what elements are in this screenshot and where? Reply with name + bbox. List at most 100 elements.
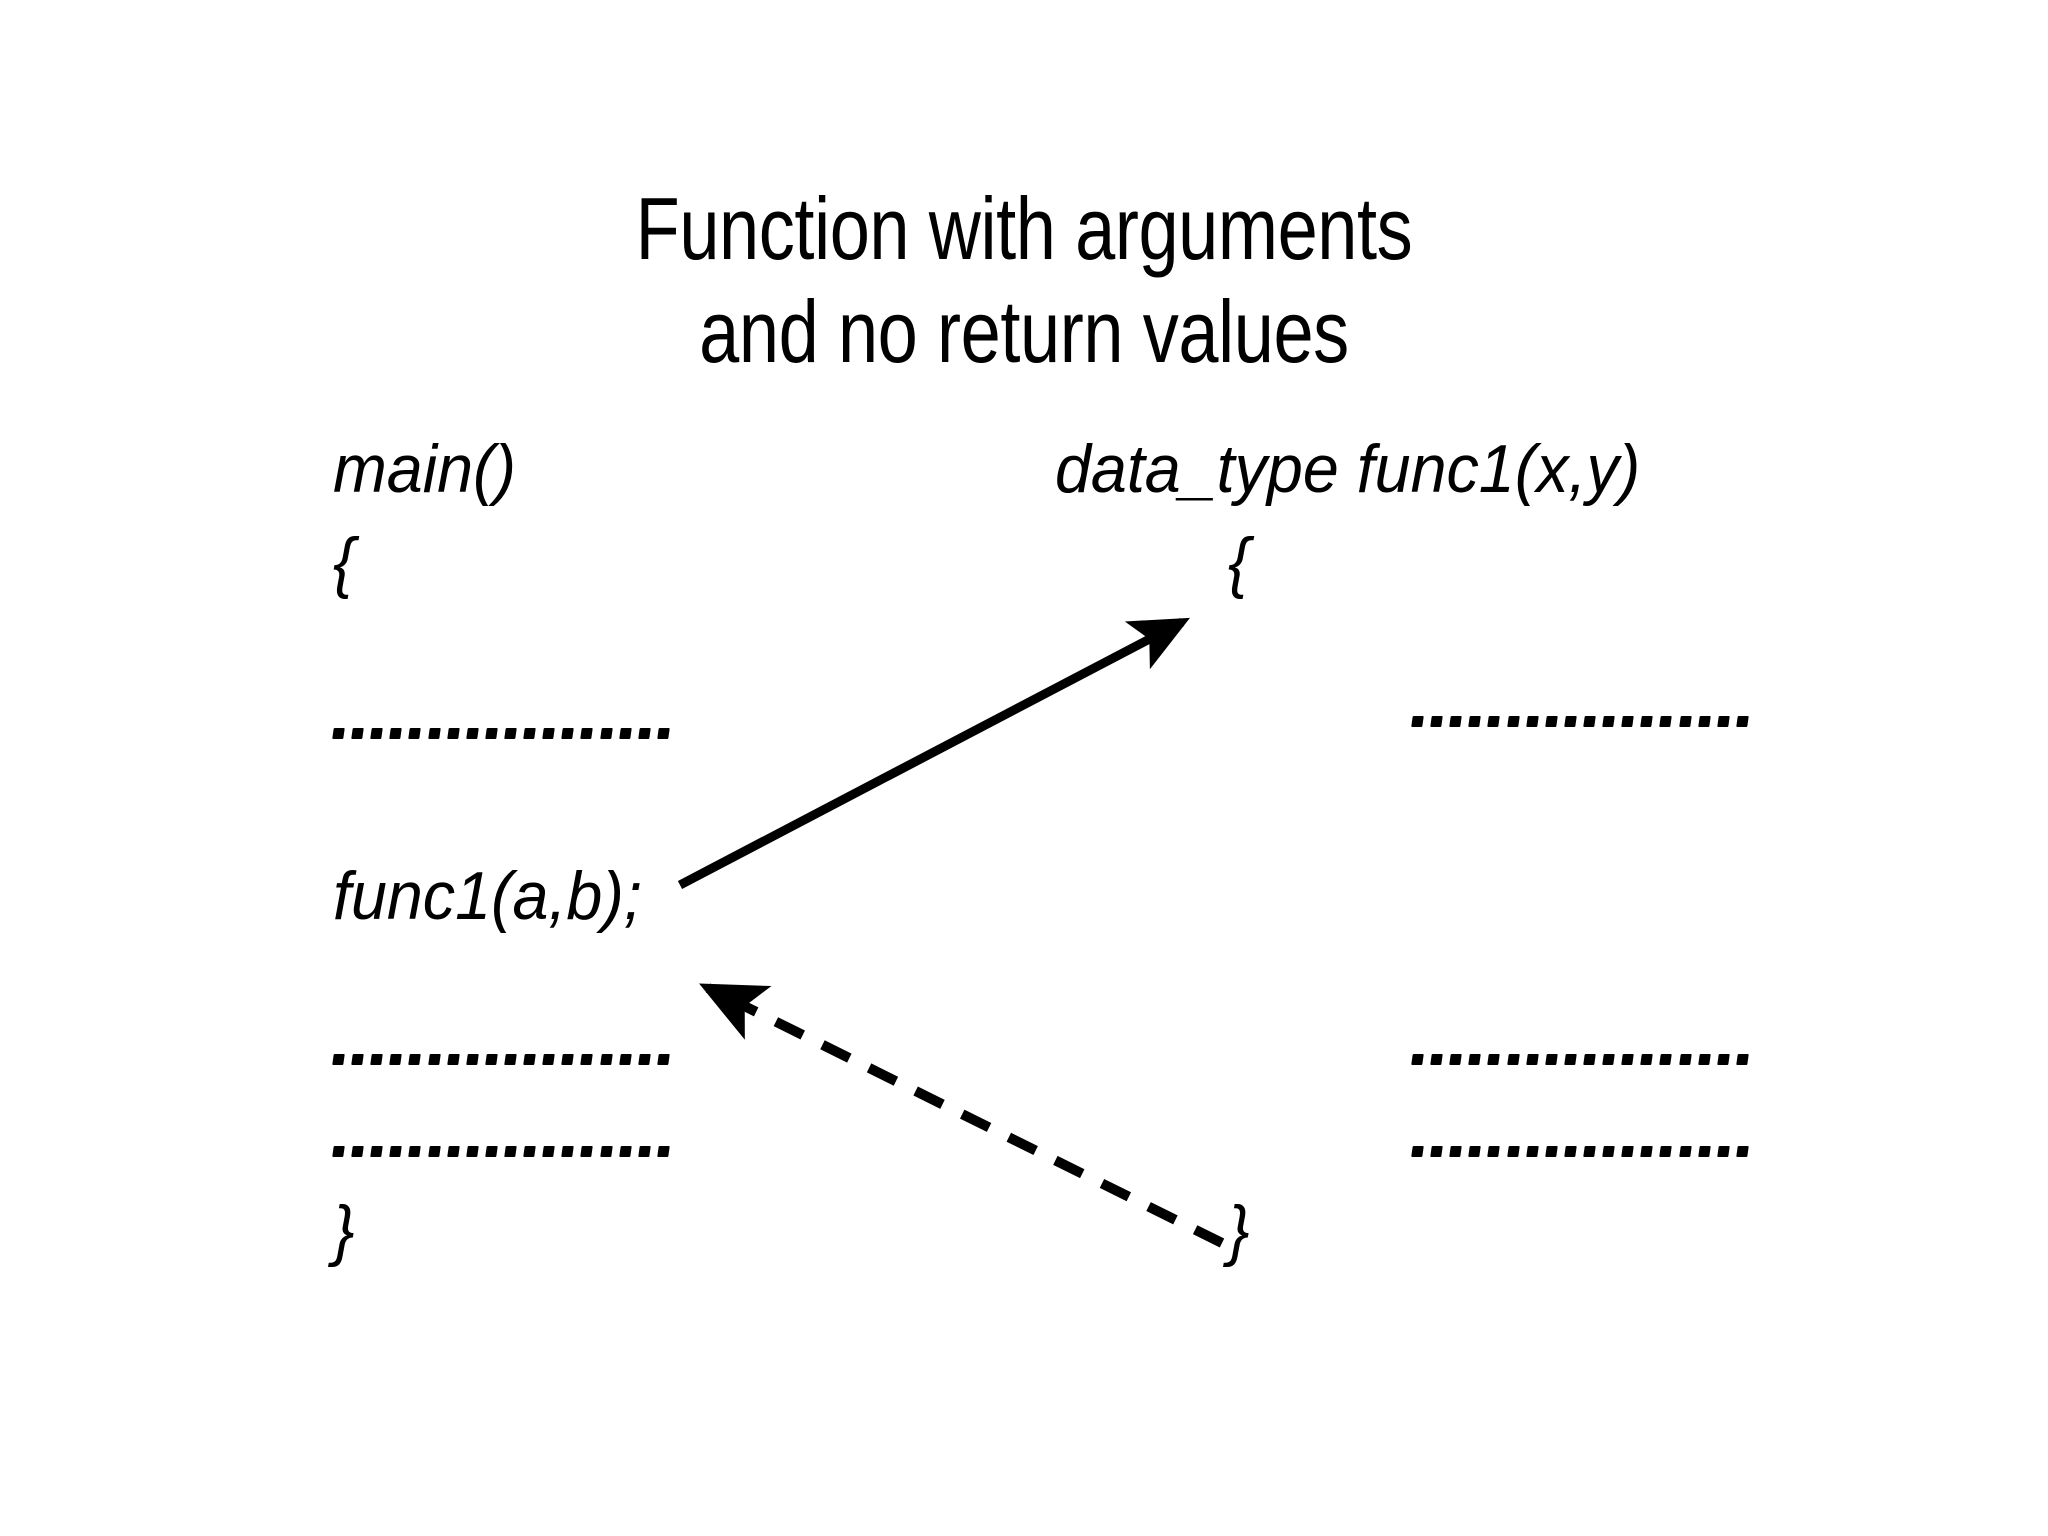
- left-dots-row-1: [332, 722, 670, 744]
- dot-glyph: [1449, 1053, 1462, 1065]
- dot-glyph: [1716, 1145, 1730, 1157]
- dot-glyph: [599, 727, 613, 739]
- dot-glyph: [389, 1145, 403, 1157]
- dot-glyph: [1716, 1053, 1730, 1065]
- dot-glyph: [351, 1145, 364, 1157]
- dot-glyph: [446, 1053, 460, 1065]
- dot-glyph: [1640, 715, 1654, 727]
- dot-glyph: [389, 1053, 403, 1065]
- dot-glyph: [332, 1053, 345, 1065]
- dot-glyph: [351, 1053, 364, 1065]
- dot-glyph: [1487, 1053, 1501, 1065]
- dot-glyph: [427, 1053, 441, 1065]
- dot-glyph: [1544, 1053, 1558, 1065]
- dot-glyph: [1487, 1145, 1501, 1157]
- dot-glyph: [1506, 1145, 1520, 1157]
- dot-glyph: [1678, 1053, 1692, 1065]
- dot-glyph: [1430, 1053, 1443, 1065]
- dot-glyph: [465, 1053, 479, 1065]
- dot-glyph: [1468, 715, 1482, 727]
- dot-glyph: [1449, 1145, 1462, 1157]
- dot-glyph: [1602, 1053, 1615, 1065]
- dot-glyph: [370, 727, 383, 739]
- left-dots-row-2: [332, 1048, 670, 1070]
- dot-glyph: [1468, 1145, 1482, 1157]
- dot-glyph: [1583, 1053, 1596, 1065]
- dot-glyph: [465, 1145, 479, 1157]
- dot-glyph: [1697, 1145, 1711, 1157]
- dot-glyph: [637, 1053, 651, 1065]
- dot-glyph: [618, 1053, 632, 1065]
- dot-glyph: [657, 727, 670, 739]
- dot-glyph: [1430, 1145, 1443, 1157]
- dot-glyph: [1602, 1145, 1615, 1157]
- right-line-open-brace: {: [1228, 524, 1250, 600]
- page-title: Function with arguments and no return va…: [184, 178, 1863, 384]
- dot-glyph: [1564, 1145, 1577, 1157]
- dot-glyph: [1659, 715, 1673, 727]
- dot-glyph: [1468, 1053, 1482, 1065]
- dot-glyph: [1736, 715, 1749, 727]
- dot-glyph: [523, 727, 536, 739]
- dot-glyph: [504, 1053, 517, 1065]
- dot-glyph: [1583, 1145, 1596, 1157]
- dot-glyph: [561, 1145, 575, 1157]
- dot-glyph: [504, 1145, 517, 1157]
- dot-glyph: [504, 727, 517, 739]
- dot-glyph: [446, 727, 460, 739]
- dot-glyph: [1411, 715, 1424, 727]
- right-dots-row-1: [1411, 710, 1749, 732]
- right-line-close-brace: }: [1228, 1192, 1250, 1268]
- dot-glyph: [618, 727, 632, 739]
- dot-glyph: [485, 1053, 498, 1065]
- dot-glyph: [465, 727, 479, 739]
- dot-glyph: [1678, 1145, 1692, 1157]
- dot-glyph: [427, 727, 441, 739]
- dot-glyph: [1506, 1053, 1520, 1065]
- left-line-open-brace: {: [333, 524, 355, 600]
- dot-glyph: [370, 1053, 383, 1065]
- dot-glyph: [332, 727, 345, 739]
- dot-glyph: [599, 1145, 613, 1157]
- dot-glyph: [408, 727, 422, 739]
- dot-glyph: [1621, 1053, 1634, 1065]
- dot-glyph: [485, 727, 498, 739]
- right-line-signature: data_type func1(x,y): [1055, 431, 1641, 507]
- dot-glyph: [580, 727, 594, 739]
- dot-glyph: [657, 1145, 670, 1157]
- dot-glyph: [1659, 1145, 1673, 1157]
- dot-glyph: [1506, 715, 1520, 727]
- return-arrow: [699, 983, 1225, 1248]
- dot-glyph: [523, 1053, 536, 1065]
- dot-glyph: [1411, 1145, 1424, 1157]
- dot-glyph: [1544, 715, 1558, 727]
- dot-glyph: [561, 727, 575, 739]
- dot-glyph: [1621, 1145, 1634, 1157]
- dot-glyph: [370, 1145, 383, 1157]
- left-line-main: main(): [333, 431, 517, 507]
- dot-glyph: [580, 1145, 594, 1157]
- dot-glyph: [1697, 715, 1711, 727]
- left-dots-row-3: [332, 1140, 670, 1162]
- page-title-line-2: and no return values: [699, 281, 1349, 381]
- dot-glyph: [599, 1053, 613, 1065]
- dot-glyph: [408, 1053, 422, 1065]
- dot-glyph: [1525, 1053, 1539, 1065]
- dot-glyph: [332, 1145, 345, 1157]
- dot-glyph: [1697, 1053, 1711, 1065]
- dot-glyph: [1544, 1145, 1558, 1157]
- dot-glyph: [618, 1145, 632, 1157]
- dot-glyph: [637, 727, 651, 739]
- dot-glyph: [1564, 1053, 1577, 1065]
- dot-glyph: [580, 1053, 594, 1065]
- dot-glyph: [1430, 715, 1443, 727]
- dot-glyph: [1487, 715, 1501, 727]
- dot-glyph: [1736, 1053, 1749, 1065]
- dot-glyph: [389, 727, 403, 739]
- dot-glyph: [561, 1053, 575, 1065]
- dot-glyph: [1564, 715, 1577, 727]
- dot-glyph: [1583, 715, 1596, 727]
- dot-glyph: [1716, 715, 1730, 727]
- right-dots-row-3: [1411, 1140, 1749, 1162]
